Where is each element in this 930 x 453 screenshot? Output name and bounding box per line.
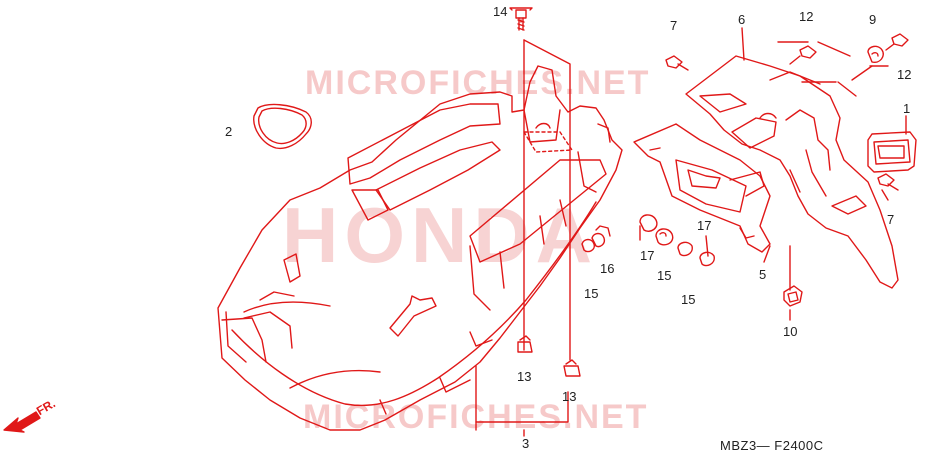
watermark-site-top: MICROFICHES.NET <box>305 64 651 102</box>
fender-assembly-leaders <box>741 27 907 291</box>
callout-10: 10 <box>783 324 798 339</box>
callout-6: 6 <box>738 12 746 27</box>
callout-7b: 7 <box>887 212 895 227</box>
screw-7-parts <box>665 55 899 191</box>
bolt-14-part <box>509 7 533 31</box>
callout-15c: 15 <box>681 292 696 307</box>
collar-9-part <box>867 45 884 64</box>
callout-14: 14 <box>493 4 508 19</box>
callout-15a: 15 <box>584 286 599 301</box>
callout-7a: 7 <box>670 18 678 33</box>
grommet-parts <box>581 214 715 267</box>
nut-10-part <box>783 285 803 307</box>
callout-9: 9 <box>869 12 877 27</box>
seal-ring-part <box>253 103 312 150</box>
callout-13b: 13 <box>562 389 577 404</box>
diagram-code: MBZ3— F2400C <box>720 438 824 453</box>
callout-15b: 15 <box>657 268 672 283</box>
small-part-leaders <box>639 225 791 321</box>
callout-12b: 12 <box>897 67 912 82</box>
screw-12-parts <box>789 33 909 65</box>
callout-13a: 13 <box>517 369 532 384</box>
rear-fender-part <box>685 55 899 289</box>
callout-17a: 17 <box>640 248 655 263</box>
fender-leaders <box>475 19 571 437</box>
callout-16: 16 <box>600 261 615 276</box>
watermark-brand: HONDA <box>282 191 598 279</box>
callout-17b: 17 <box>697 218 712 233</box>
callout-2: 2 <box>225 124 233 139</box>
inner-fender-part <box>217 65 623 431</box>
front-direction-arrow <box>3 411 41 433</box>
callout-5: 5 <box>759 267 767 282</box>
callout-3: 3 <box>522 436 530 451</box>
callout-1: 1 <box>903 101 911 116</box>
license-bracket-part <box>633 123 771 253</box>
callout-12a: 12 <box>799 9 814 24</box>
clip-nut-13-parts <box>517 335 581 377</box>
reflector-part <box>867 131 917 173</box>
